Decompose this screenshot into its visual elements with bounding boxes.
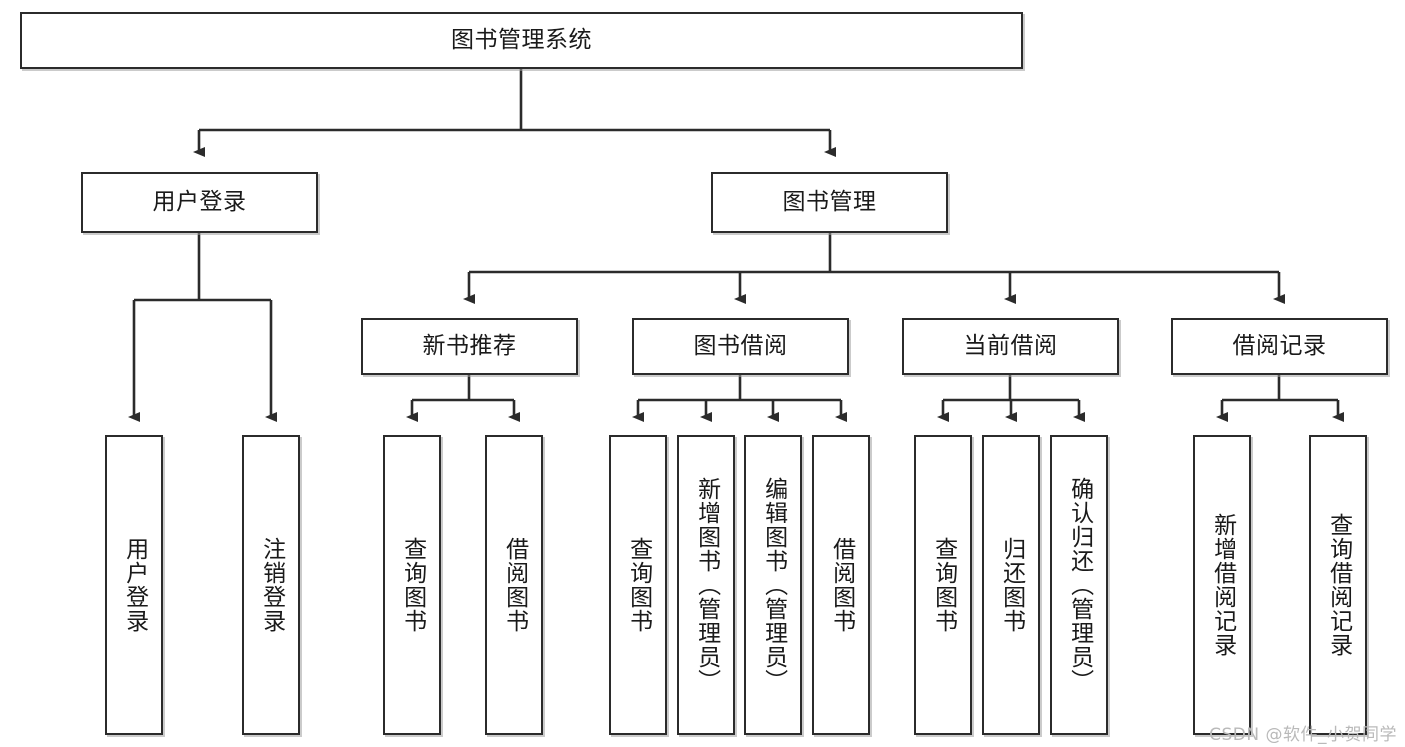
node-book-management[interactable]: 图书管理 (711, 172, 948, 233)
node-label: 确认归还（管理员） (1066, 477, 1093, 693)
node-leaf-edit-book[interactable]: 编辑图书（管理员） (744, 435, 802, 735)
node-leaf-query-book-2[interactable]: 查询图书 (609, 435, 667, 735)
node-leaf-query-record[interactable]: 查询借阅记录 (1309, 435, 1367, 735)
node-leaf-logout-login[interactable]: 注销登录 (242, 435, 300, 735)
node-borrow-record[interactable]: 借阅记录 (1171, 318, 1388, 375)
node-leaf-user-login[interactable]: 用户登录 (105, 435, 163, 735)
node-leaf-borrow-book-1[interactable]: 借阅图书 (485, 435, 543, 735)
node-label: 图书借阅 (693, 333, 788, 360)
node-leaf-confirm-return[interactable]: 确认归还（管理员） (1050, 435, 1108, 735)
node-label: 编辑图书（管理员） (760, 477, 787, 693)
node-label: 图书管理系统 (451, 27, 592, 54)
node-label: 新增图书（管理员） (693, 477, 720, 693)
node-current-borrow[interactable]: 当前借阅 (902, 318, 1119, 375)
node-label: 用户登录 (121, 537, 148, 633)
node-label: 借阅图书 (501, 537, 528, 633)
node-leaf-query-book-3[interactable]: 查询图书 (914, 435, 972, 735)
node-label: 当前借阅 (963, 333, 1058, 360)
node-label: 借阅记录 (1232, 333, 1327, 360)
node-new-book-recommend[interactable]: 新书推荐 (361, 318, 578, 375)
node-label: 查询图书 (625, 537, 652, 633)
node-label: 注销登录 (258, 537, 285, 633)
node-user-login[interactable]: 用户登录 (81, 172, 318, 233)
node-label: 新增借阅记录 (1209, 513, 1236, 657)
node-leaf-return-book[interactable]: 归还图书 (982, 435, 1040, 735)
node-label: 借阅图书 (828, 537, 855, 633)
node-label: 查询图书 (930, 537, 957, 633)
node-leaf-add-record[interactable]: 新增借阅记录 (1193, 435, 1251, 735)
watermark-text: CSDN @软件_小贺同学 (1209, 725, 1397, 745)
node-label: 归还图书 (998, 537, 1025, 633)
node-label: 新书推荐 (422, 333, 517, 360)
node-leaf-borrow-book-2[interactable]: 借阅图书 (812, 435, 870, 735)
node-label: 图书管理 (782, 189, 877, 216)
node-label: 用户登录 (152, 189, 247, 216)
node-root-book-management-system[interactable]: 图书管理系统 (20, 12, 1023, 69)
node-book-borrow[interactable]: 图书借阅 (632, 318, 849, 375)
node-label: 查询图书 (399, 537, 426, 633)
node-label: 查询借阅记录 (1325, 513, 1352, 657)
node-leaf-query-book-1[interactable]: 查询图书 (383, 435, 441, 735)
node-leaf-add-book[interactable]: 新增图书（管理员） (677, 435, 735, 735)
